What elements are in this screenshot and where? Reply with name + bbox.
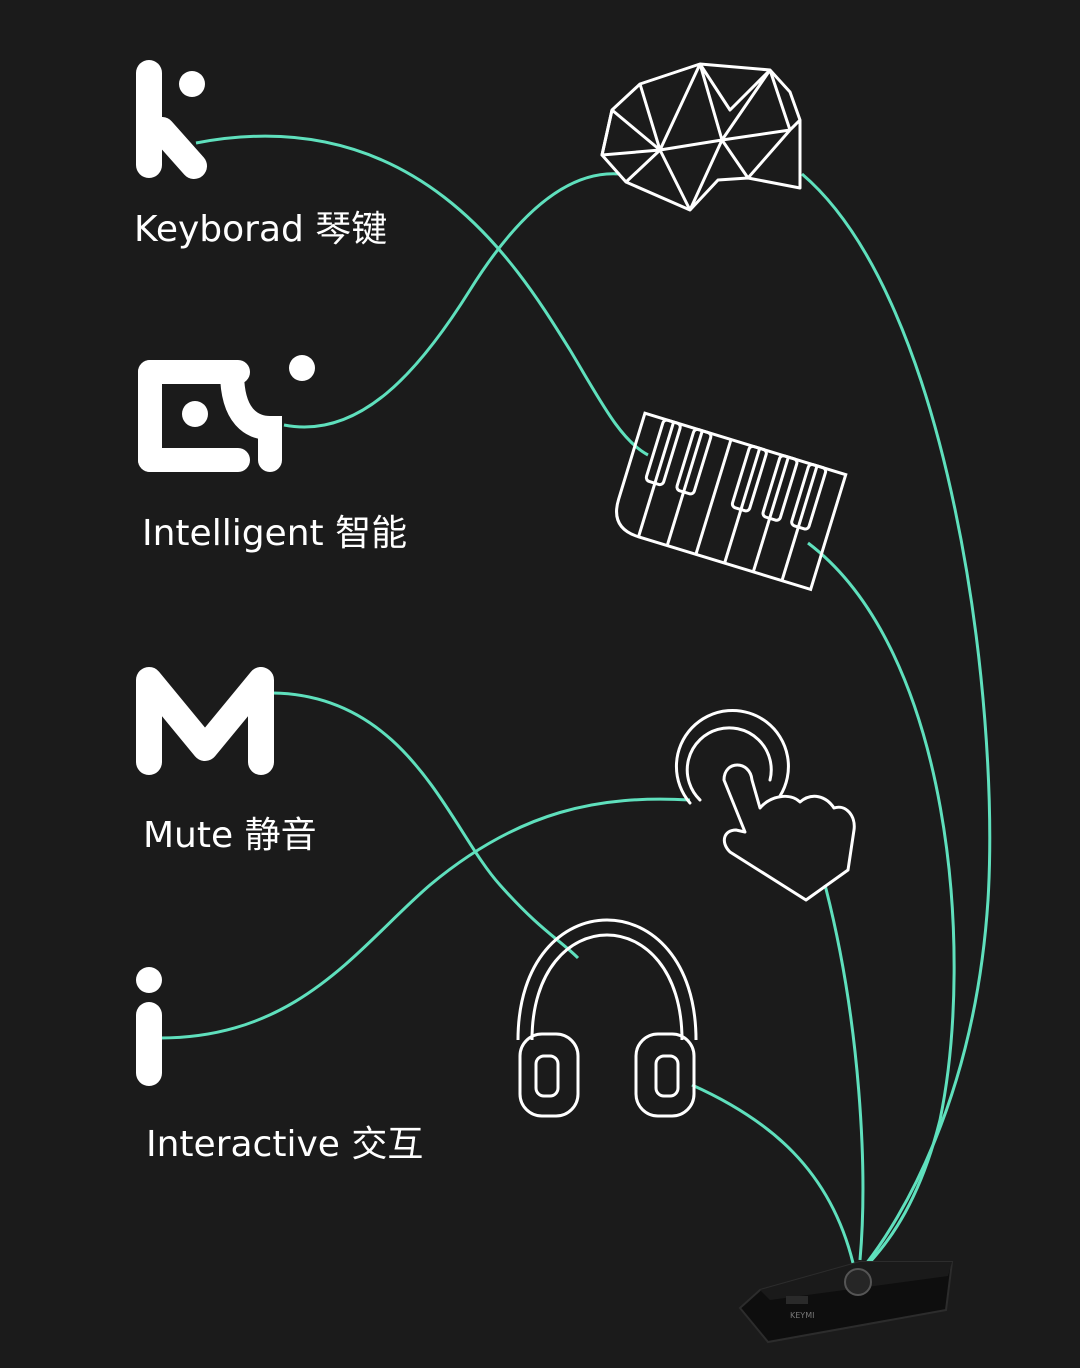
caption-interactive: Interactive 交互 — [146, 1124, 424, 1165]
caption-keyboard: Keyborad 琴键 — [134, 209, 388, 250]
line-k-to-piano — [195, 134, 649, 457]
line-piano-to-device — [807, 541, 956, 1264]
brain-icon — [600, 62, 802, 212]
device-label: KEYMI — [790, 1311, 814, 1320]
piano-keys-icon — [615, 411, 848, 592]
line-i-to-hand — [159, 797, 691, 1040]
line-brain-to-device — [801, 172, 992, 1265]
letter-i-glyph — [136, 967, 162, 1086]
device-knob-icon — [844, 1268, 872, 1296]
touch-hand-icon — [674, 708, 856, 902]
letter-k-glyph — [136, 60, 207, 179]
line-headphones-to-device — [691, 1083, 855, 1264]
device: KEYMI — [738, 1261, 954, 1344]
line-hand-to-device — [823, 884, 865, 1261]
keymi-letters — [136, 60, 315, 1086]
connection-lines — [159, 134, 992, 1265]
headphones-icon — [516, 918, 698, 1118]
caption-intelligent: Intelligent 智能 — [142, 513, 408, 554]
letter-m-glyph — [136, 667, 274, 775]
caption-mute: Mute 静音 — [143, 815, 317, 856]
line-m-to-headphones — [272, 691, 580, 960]
line-ey-to-brain — [283, 172, 621, 429]
letter-y-glyph — [220, 355, 315, 472]
